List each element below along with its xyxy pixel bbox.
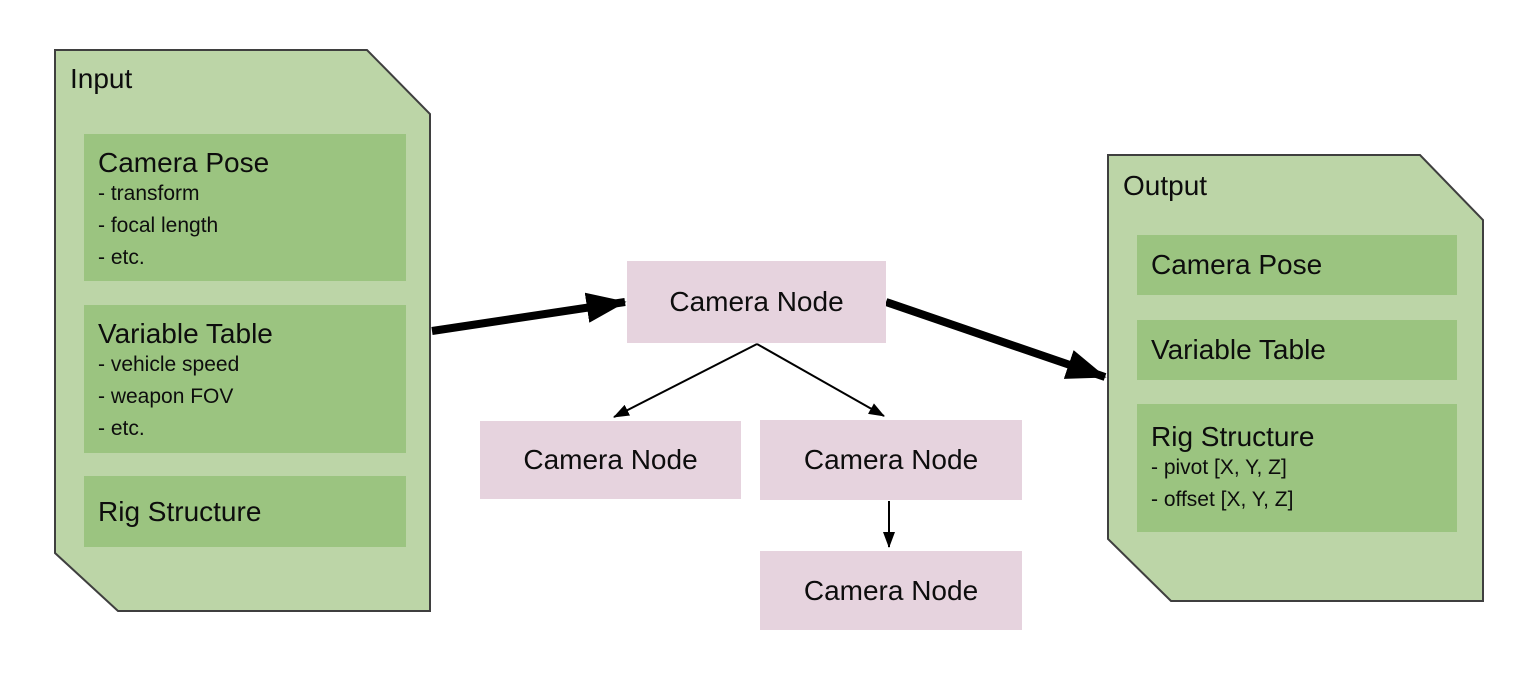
camera-node-label: Camera Node (803, 574, 979, 606)
input-section-variable-table: Variable Table - vehicle speed - weapon … (84, 305, 406, 453)
arrow-root-to-right-child (756, 343, 885, 417)
section-item: - etc. (98, 417, 145, 440)
section-item: - transform (98, 182, 200, 205)
section-title: Variable Table (1151, 334, 1326, 365)
section-title: Rig Structure (98, 495, 262, 527)
camera-node-label: Camera Node (669, 286, 844, 317)
section-item: - pivot [X, Y, Z] (1151, 456, 1287, 479)
output-title: Output (1123, 170, 1208, 201)
section-item: - etc. (98, 246, 145, 269)
output-section-camera-pose: Camera Pose (1137, 235, 1457, 295)
section-item: - weapon FOV (98, 385, 234, 408)
input-title: Input (70, 63, 133, 94)
section-item: - vehicle speed (98, 353, 240, 376)
arrow-root-to-left-child (613, 343, 758, 418)
arrow-input-to-root (431, 292, 627, 335)
camera-node-label: Camera Node (803, 444, 979, 475)
output-section-rig-structure: Rig Structure - pivot [X, Y, Z] - offset… (1137, 404, 1457, 532)
camera-node-root: Camera Node (627, 261, 886, 343)
section-title: Camera Pose (1151, 249, 1323, 280)
camera-node-label: Camera Node (523, 444, 698, 475)
output-section-variable-table: Variable Table (1137, 320, 1457, 380)
input-section-rig-structure: Rig Structure (84, 476, 406, 547)
section-title: Camera Pose (98, 147, 270, 178)
section-item: - focal length (98, 214, 219, 237)
camera-node-grandchild: Camera Node (760, 551, 1022, 630)
camera-node-child-right: Camera Node (760, 420, 1022, 500)
section-item: - offset [X, Y, Z] (1151, 488, 1294, 511)
section-title: Variable Table (98, 318, 273, 349)
section-title: Rig Structure (1151, 421, 1315, 452)
arrow-root-to-output (884, 298, 1107, 381)
camera-node-child-left: Camera Node (480, 421, 741, 499)
input-section-camera-pose: Camera Pose - transform - focal length -… (84, 134, 406, 281)
